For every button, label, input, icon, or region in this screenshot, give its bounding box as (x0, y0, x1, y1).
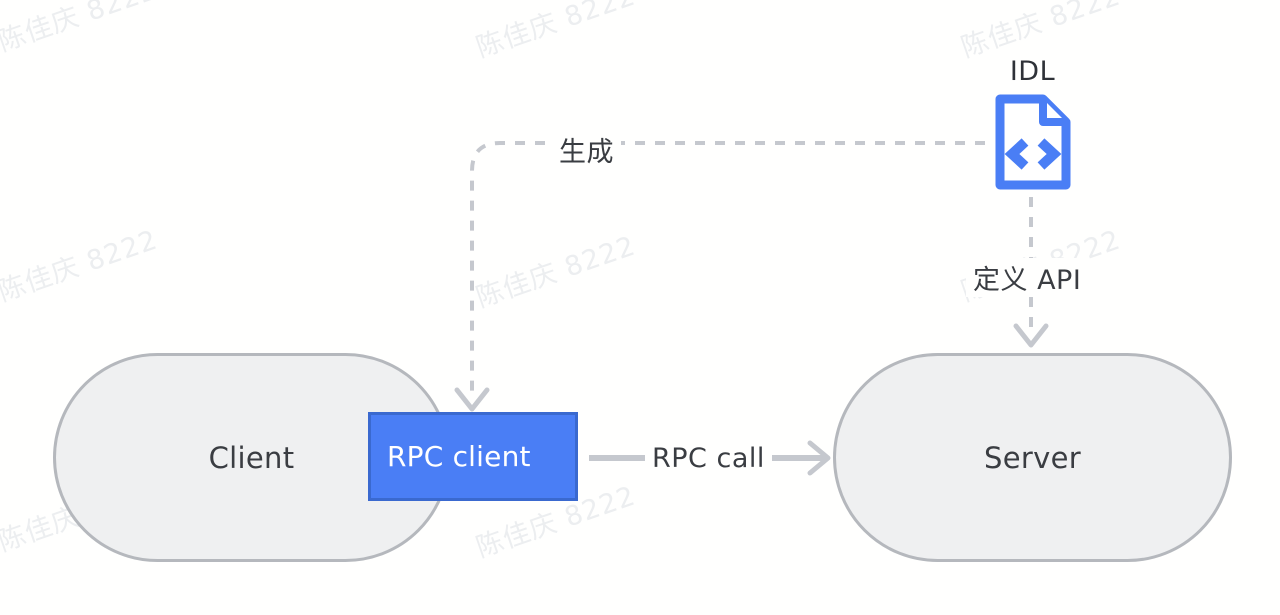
watermark-text: 陈佳庆 8222 (0, 0, 162, 58)
edge-rpc-call-arrowhead (807, 440, 831, 476)
edge-idl-to-rpc-client-line (470, 141, 985, 392)
code-file-icon (995, 94, 1070, 190)
node-server[interactable]: Server (833, 353, 1232, 562)
node-idl-label: IDL (1009, 56, 1056, 87)
edge-idl-to-server-arrowhead (1013, 323, 1049, 348)
node-server-label: Server (984, 440, 1081, 475)
watermark-text: 陈佳庆 8222 (472, 0, 640, 64)
edge-idl-to-rpc-client-arrowhead (454, 387, 490, 412)
edge-label-rpc-call: RPC call (645, 443, 772, 474)
watermark-text: 陈佳庆 8222 (472, 230, 640, 314)
node-rpc-client-label: RPC client (387, 440, 531, 473)
edge-label-define-api: 定义 API (966, 258, 1089, 297)
node-rpc-client[interactable]: RPC client (368, 412, 578, 501)
watermark-text: 陈佳庆 8222 (0, 224, 162, 308)
node-client-label: Client (208, 440, 295, 475)
edge-label-generate: 生成 (552, 130, 621, 169)
node-idl[interactable]: IDL (960, 58, 1105, 190)
